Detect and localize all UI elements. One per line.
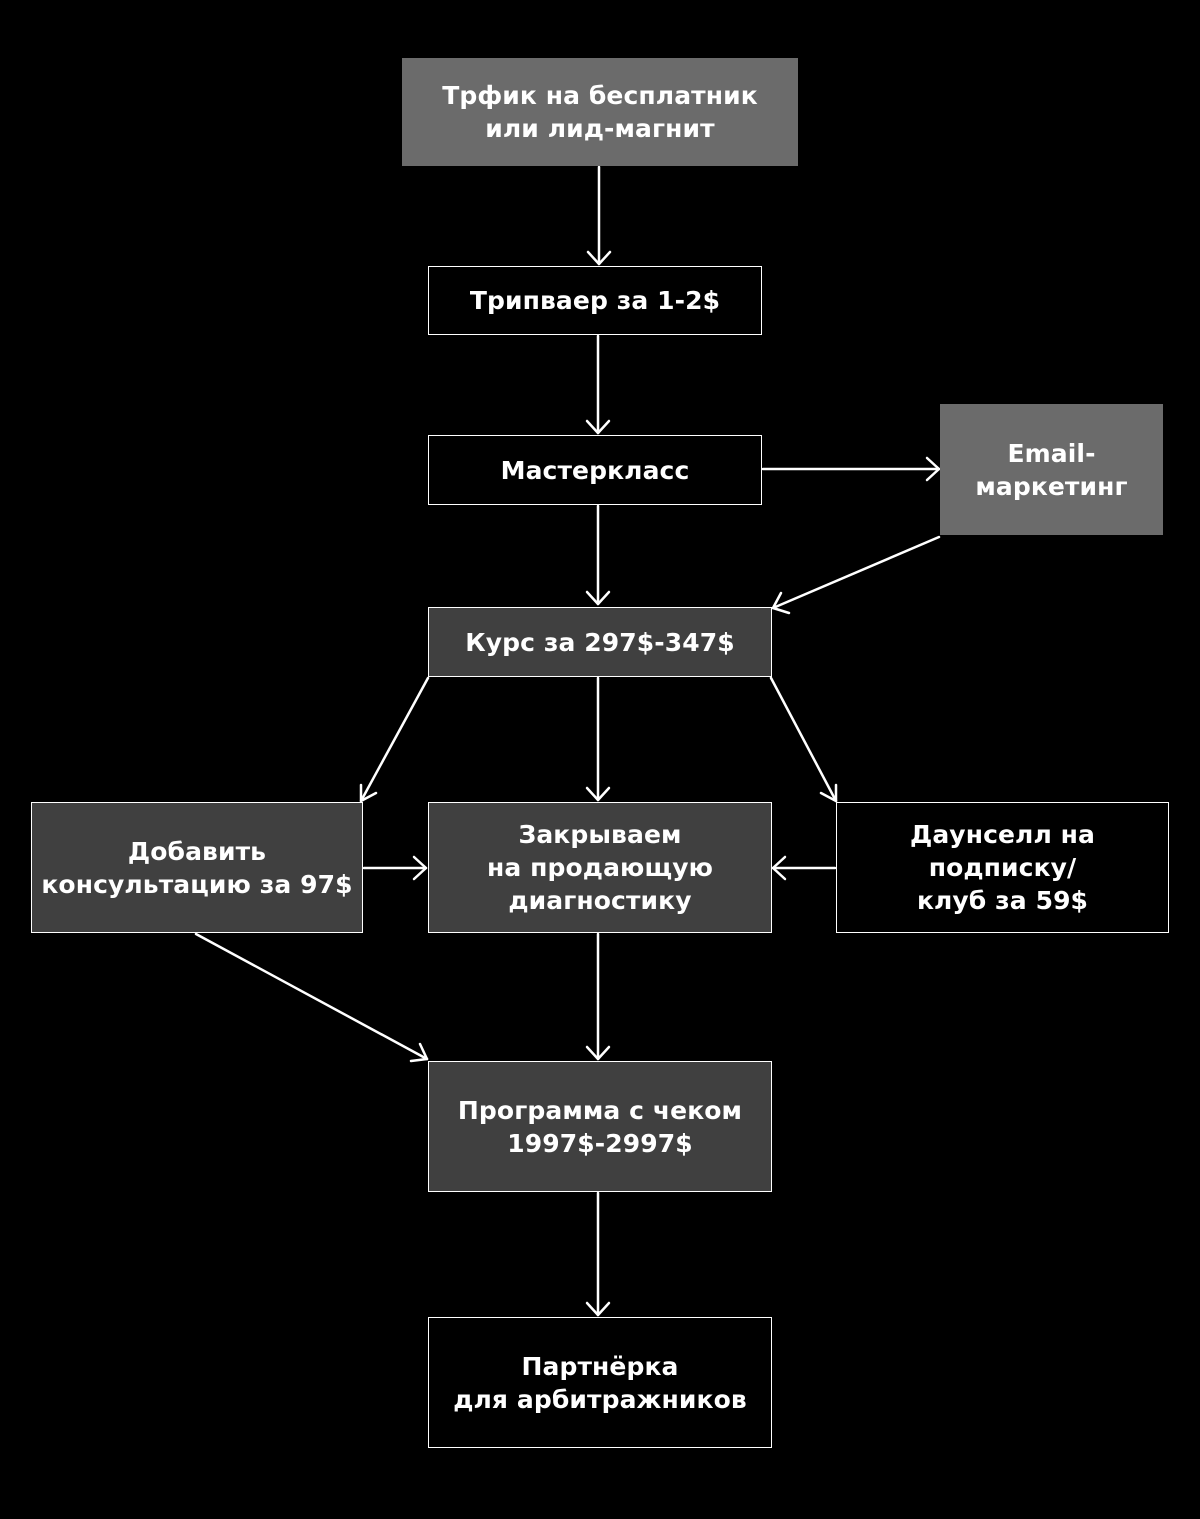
arrow-consult-to-program bbox=[194, 932, 429, 1063]
arrow-email-to-course bbox=[771, 535, 941, 615]
arrow-traffic-to-tripwire bbox=[586, 165, 612, 266]
arrow-course-to-consult bbox=[359, 676, 430, 803]
arrow-diagnostic-to-program bbox=[585, 932, 611, 1061]
node-traffic-lead-magnet: Трфик на бесплатник или лид-магнит bbox=[402, 58, 798, 166]
arrow-tripwire-to-masterclass bbox=[585, 334, 611, 435]
node-tripwire: Трипваер за 1-2$ bbox=[428, 266, 762, 335]
node-downsell-subscription: Даунселл на подписку/ клуб за 59$ bbox=[836, 802, 1169, 933]
arrow-course-to-diagnostic bbox=[585, 676, 611, 802]
arrow-course-to-downsell bbox=[769, 676, 838, 803]
arrow-consult-to-diagnostic bbox=[362, 855, 428, 881]
arrow-masterclass-to-email bbox=[761, 456, 941, 482]
node-sales-diagnostic: Закрываем на продающую диагностику bbox=[428, 802, 772, 933]
node-email-marketing: Email- маркетинг bbox=[940, 404, 1163, 535]
node-add-consultation: Добавить консультацию за 97$ bbox=[31, 802, 363, 933]
node-affiliate-program: Партнёрка для арбитражников bbox=[428, 1317, 772, 1448]
node-course: Курс за 297$-347$ bbox=[428, 607, 772, 677]
node-masterclass: Мастеркласс bbox=[428, 435, 762, 505]
arrow-masterclass-to-course bbox=[585, 504, 611, 606]
node-high-ticket-program: Программа с чеком 1997$-2997$ bbox=[428, 1061, 772, 1192]
arrow-program-to-affiliate bbox=[585, 1191, 611, 1317]
arrow-downsell-to-diagnostic bbox=[771, 855, 837, 881]
